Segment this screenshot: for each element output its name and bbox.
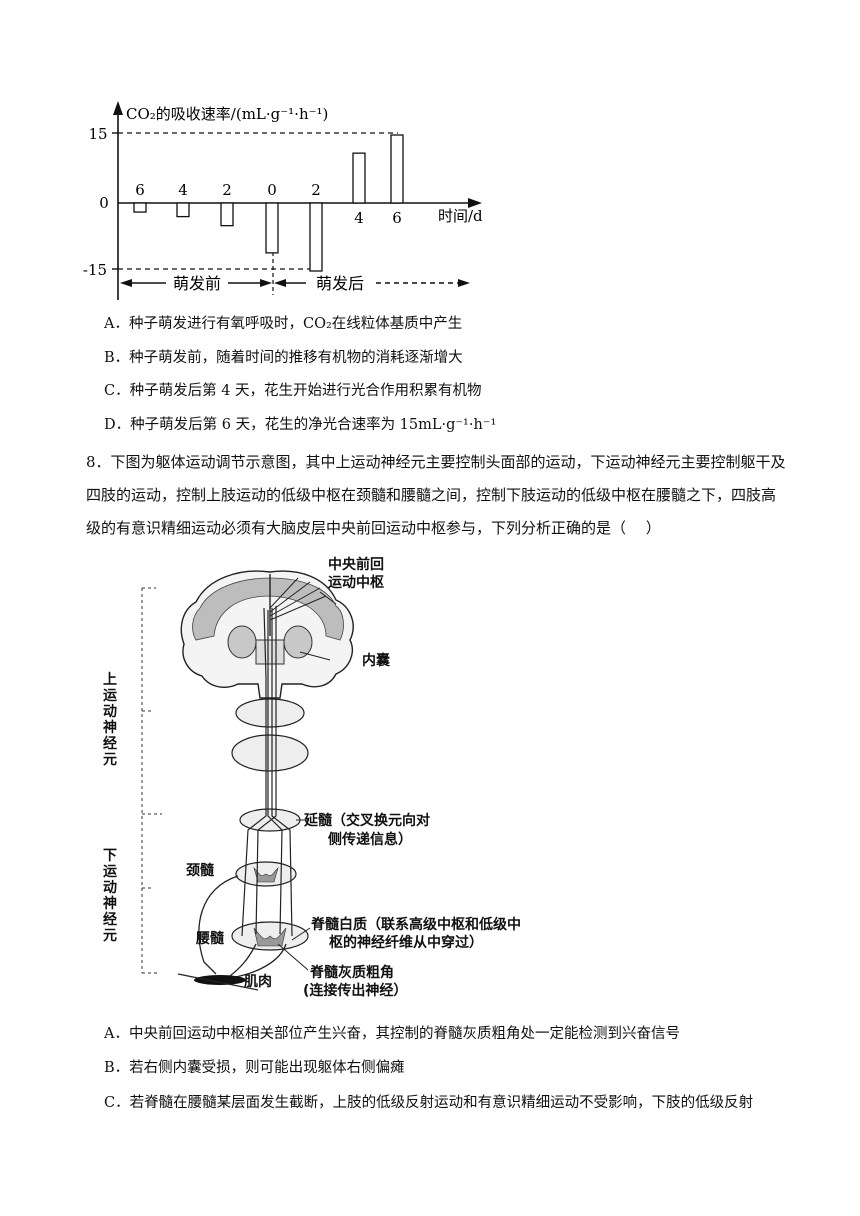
basal-ganglia-right	[283, 625, 313, 659]
phase-before-label: 萌发前	[173, 274, 221, 293]
label-gray-horn-2: (连接传出神经）	[303, 983, 408, 999]
category-label-3: 0	[267, 181, 277, 199]
bar-2	[220, 202, 234, 227]
phase-after-label: 萌发后	[316, 274, 364, 293]
category-label-4: 2	[311, 181, 321, 199]
thalamus	[255, 639, 285, 665]
question-8-line2: 四肢的运动，控制上肢运动的低级中枢在颈髓和腰髓之间，控制下肢运动的低级中枢在腰髓…	[86, 486, 777, 504]
category-label-6: 6	[392, 209, 402, 227]
leader-capsule	[299, 651, 331, 661]
muscle-tendon	[177, 973, 259, 991]
question-8-line3: 级的有意识精细运动必须有大脑皮层中央前回运动中枢参与，下列分析正确的是（ ）	[86, 519, 661, 537]
tract-2	[271, 608, 293, 937]
nerve-cervical	[198, 875, 239, 975]
basal-ganglia-left	[227, 625, 257, 659]
tract-3	[255, 606, 277, 935]
option-1c: C．种子萌发后第 4 天，花生开始进行光合作用积累有机物	[104, 383, 482, 399]
category-label-0: 6	[135, 181, 145, 199]
label-cortex-2: 运动中枢	[328, 575, 384, 591]
label-white-matter-1: 脊髓白质（联系高级中枢和低级中	[311, 917, 521, 933]
midbrain	[235, 698, 305, 728]
nerve-lumbar	[229, 943, 257, 977]
category-label-5: 4	[354, 209, 364, 227]
label-lumbar: 腰髓	[196, 931, 224, 947]
leader-cortex	[319, 591, 337, 605]
bar-1	[176, 202, 190, 218]
motor-pathway-diagram	[141, 570, 354, 991]
label-lower-motor-neuron: 下运动神经元	[103, 848, 117, 944]
option-1b: B．种子萌发前，随着时间的推移有机物的消耗逐渐增大	[104, 350, 463, 366]
lumbar-gray	[253, 927, 287, 947]
bar-0	[133, 202, 147, 213]
bar-6	[390, 134, 404, 204]
leader-gray	[277, 943, 309, 971]
label-cortex-1: 中央前回	[328, 557, 384, 573]
pons	[231, 734, 309, 772]
cortex-fibers	[269, 577, 327, 621]
category-label-1: 4	[178, 181, 188, 199]
label-capsule: 内囊	[362, 653, 390, 669]
co2-absorption-chart: 15 0 -15 CO₂的吸收速率/(mL·g⁻¹·h⁻¹) 时间/d 6 4 2 0…	[83, 101, 483, 300]
x-axis-title: 时间/d	[438, 207, 483, 225]
option-2c: C．若脊髓在腰髓某层面发生截断，上肢的低级反射运动和有意识精细运动不受影响，下肢…	[104, 1095, 754, 1111]
muscle-shape	[194, 975, 246, 985]
cervical-gray	[253, 866, 279, 883]
label-medulla-1: 延髓（交叉换元向对	[304, 813, 430, 829]
leader-white	[291, 927, 311, 941]
option-2a: A．中央前回运动中枢相关部位产生兴奋，其控制的脊髓灰质粗角处一定能检测到兴奋信号	[104, 1026, 680, 1042]
phase-after-arrow-left	[274, 279, 286, 287]
phase-after-arrow-right	[458, 279, 470, 287]
bar-5	[352, 152, 366, 204]
label-cervical: 颈髓	[186, 863, 214, 879]
phase-before-arrow-right	[260, 279, 272, 287]
label-medulla-2: 侧传递信息）	[328, 832, 412, 848]
bar-4	[309, 202, 323, 272]
label-white-matter-2: 枢的神经纤维从中穿过）	[329, 935, 483, 951]
tract-4	[267, 610, 283, 935]
label-muscle: 肌肉	[244, 974, 272, 990]
y-axis-title: CO₂的吸收速率/(mL·g⁻¹·h⁻¹)	[126, 105, 328, 123]
tract-1	[241, 607, 267, 937]
ytick-0: 0	[99, 194, 109, 212]
label-gray-horn-1: 脊髓灰质粗角	[310, 965, 394, 981]
option-1a: A．种子萌发进行有氧呼吸时，CO₂在线粒体基质中产生	[104, 316, 463, 332]
label-upper-motor-neuron: 上运动神经元	[103, 672, 117, 768]
option-2b: B．若右侧内囊受损，则可能出现躯体右侧偏瘫	[104, 1060, 405, 1076]
ytick-neg15: -15	[83, 261, 107, 279]
category-label-2: 2	[222, 181, 232, 199]
bar-3	[265, 202, 279, 254]
question-8-line1: 8．下图为躯体运动调节示意图，其中上运动神经元主要控制头面部的运动，下运动神经元…	[86, 453, 786, 471]
y-axis-arrow	[113, 101, 123, 115]
ytick-15: 15	[88, 125, 107, 143]
x-axis-arrow	[468, 198, 482, 208]
option-1d: D．种子萌发后第 6 天，花生的净光合速率为 15mL·g⁻¹·h⁻¹	[104, 417, 497, 433]
bars-group: 6 4 2 0 2 4 6	[133, 134, 404, 272]
phase-before-arrow-left	[120, 279, 132, 287]
